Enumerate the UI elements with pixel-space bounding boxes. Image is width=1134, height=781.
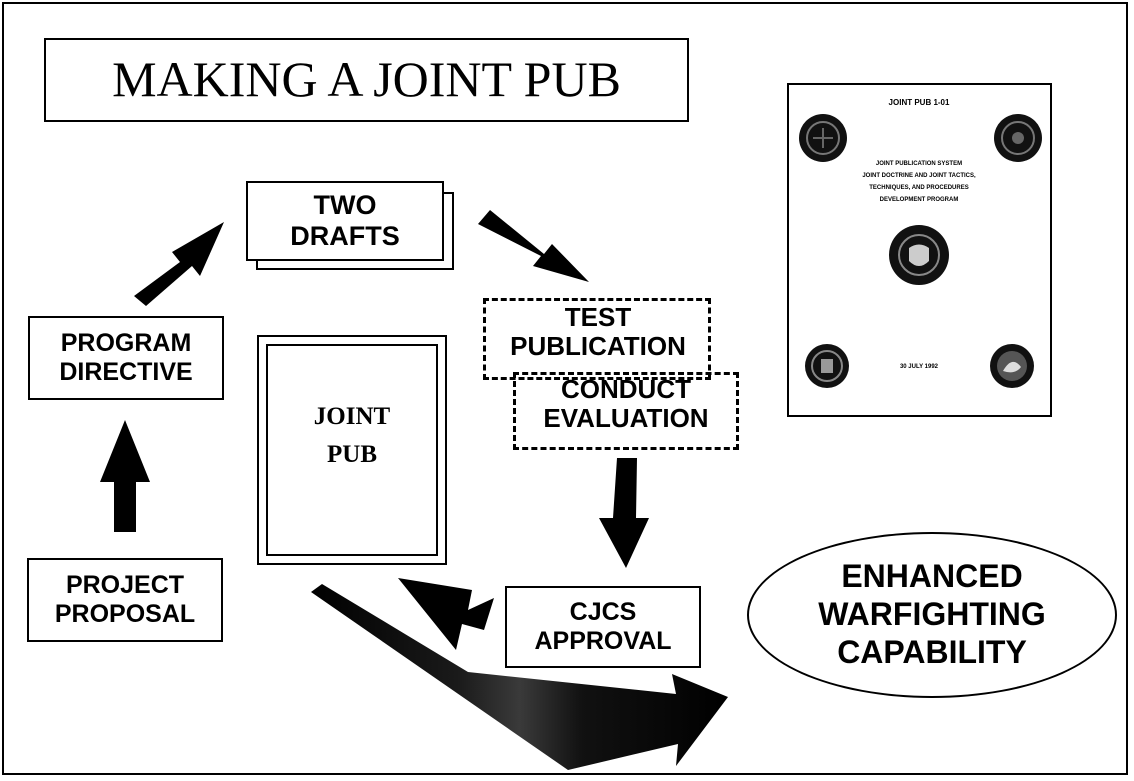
joint-pub-cover-image: JOINT PUB 1-01 JOINT PUBLICATION SYSTEM …	[787, 83, 1052, 417]
conduct-evaluation-line-1: CONDUCT	[561, 374, 691, 404]
seal-top-left-icon	[799, 114, 847, 162]
cjcs-approval-line-1: CJCS	[569, 598, 637, 627]
joint-pub-box: JOINT PUB	[266, 344, 438, 556]
cover-subtitle-1: JOINT PUBLICATION SYSTEM	[876, 161, 962, 167]
arrow-jointpub-to-enhanced	[311, 584, 728, 770]
test-publication-text: TEST PUBLICATION	[478, 302, 718, 362]
cover-subtitle-3: TECHNIQUES, AND PROCEDURES	[869, 185, 968, 191]
conduct-evaluation-line-2: EVALUATION	[543, 403, 709, 434]
enhanced-line-3: CAPABILITY	[837, 633, 1027, 670]
seal-top-right-icon	[994, 114, 1042, 162]
slide-title-text: MAKING A JOINT PUB	[112, 51, 621, 108]
cover-subtitle-2: JOINT DOCTRINE AND JOINT TACTICS,	[862, 173, 976, 179]
test-publication-line-1: TEST	[564, 302, 632, 332]
project-proposal-line-1: PROJECT	[65, 571, 185, 600]
arrow-directive-to-drafts	[134, 222, 224, 306]
conduct-evaluation-text: CONDUCT EVALUATION	[508, 374, 744, 434]
joint-pub-line-2: PUB	[327, 440, 377, 468]
two-drafts-line-1: TWO	[313, 189, 377, 220]
enhanced-capability-ellipse: ENHANCED WARFIGHTING CAPABILITY	[747, 532, 1117, 698]
test-publication-line-2: PUBLICATION	[510, 331, 686, 362]
program-directive-line-2: DIRECTIVE	[59, 358, 193, 386]
seal-bottom-left-icon	[805, 344, 849, 388]
seal-bottom-right-icon	[990, 344, 1034, 388]
two-drafts-line-2: DRAFTS	[290, 221, 400, 251]
program-directive-line-1: PROGRAM	[60, 329, 192, 358]
joint-pub-line-1: JOINT	[313, 403, 391, 430]
two-drafts-box: TWO DRAFTS	[246, 181, 444, 261]
cover-date: 30 JULY 1992	[900, 364, 939, 370]
arrow-proposal-to-directive	[100, 420, 150, 532]
arrow-eval-to-approval	[599, 458, 649, 568]
cover-subtitle-4: DEVELOPMENT PROGRAM	[880, 197, 959, 203]
project-proposal-box: PROJECT PROPOSAL	[27, 558, 223, 642]
slide-title: MAKING A JOINT PUB	[44, 38, 689, 122]
cjcs-approval-box: CJCS APPROVAL	[505, 586, 701, 668]
enhanced-line-2: WARFIGHTING	[818, 596, 1046, 633]
arrow-drafts-to-test	[478, 210, 589, 282]
seal-center-icon	[889, 225, 949, 285]
test-publication-box	[483, 298, 711, 380]
cover-header: JOINT PUB 1-01	[889, 98, 950, 107]
arrow-approval-to-jointpub	[398, 578, 494, 650]
cjcs-approval-line-2: APPROVAL	[534, 627, 672, 655]
program-directive-box: PROGRAM DIRECTIVE	[28, 316, 224, 400]
enhanced-line-1: ENHANCED	[841, 558, 1023, 595]
project-proposal-line-2: PROPOSAL	[54, 600, 196, 628]
conduct-evaluation-box	[513, 372, 739, 450]
